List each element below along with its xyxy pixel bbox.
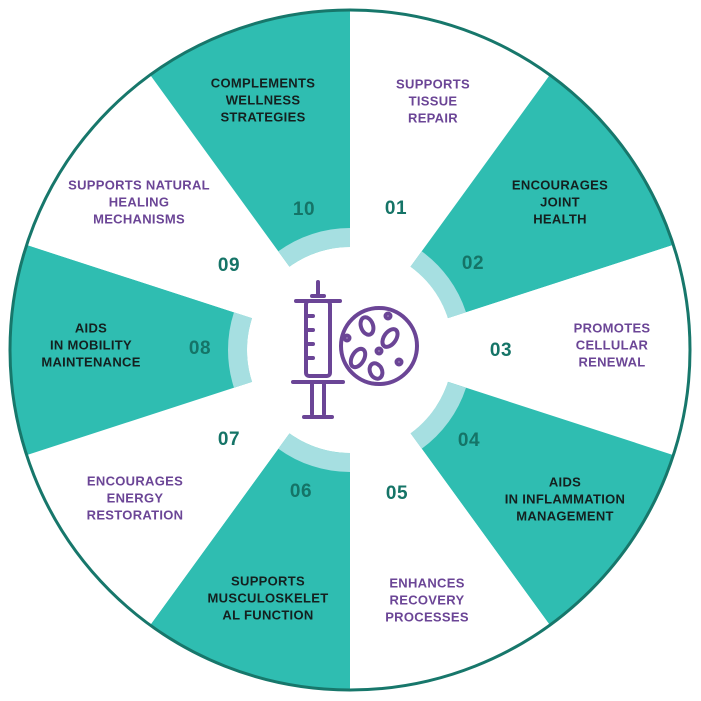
segment-02-label: ENCOURAGES JOINT HEALTH bbox=[511, 177, 609, 227]
segment-10-number-band bbox=[278, 228, 350, 267]
segment-06-number: 06 bbox=[289, 481, 313, 502]
segment-04-label: AIDS IN INFLAMMATION MANAGEMENT bbox=[504, 474, 626, 524]
segment-01-number: 01 bbox=[384, 198, 408, 219]
number-bands bbox=[228, 228, 467, 472]
segment-02-number-band bbox=[410, 251, 467, 319]
segment-08-number: 08 bbox=[188, 338, 212, 359]
segment-03-number: 03 bbox=[489, 340, 513, 361]
segment-03-label: PROMOTES CELLULAR RENEWAL bbox=[573, 320, 651, 370]
segment-06-number-band bbox=[278, 433, 350, 472]
segment-07-wedge bbox=[26, 350, 351, 626]
segment-07-number: 07 bbox=[217, 429, 241, 450]
segment-09-wedge bbox=[26, 74, 351, 351]
segment-01-label: SUPPORTS TISSUE REPAIR bbox=[396, 76, 470, 126]
segment-10-number: 10 bbox=[292, 199, 316, 220]
center-circle bbox=[247, 247, 453, 453]
wheel-outline bbox=[8, 8, 692, 692]
segment-09-label: SUPPORTS NATURAL HEALING MECHANISMS bbox=[68, 177, 210, 227]
segment-08-number-band bbox=[228, 312, 253, 388]
segment-09-number: 09 bbox=[217, 255, 241, 276]
segment-05-label: ENHANCES RECOVERY PROCESSES bbox=[385, 575, 469, 625]
segment-08-label: AIDS IN MOBILITY MAINTENANCE bbox=[41, 320, 141, 370]
segment-07-label: ENCOURAGES ENERGY RESTORATION bbox=[86, 473, 184, 523]
segment-10-label: COMPLEMENTS WELLNESS STRATEGIES bbox=[210, 75, 316, 125]
segment-02-number: 02 bbox=[461, 253, 485, 274]
syringe-and-cell-icon bbox=[291, 280, 419, 419]
segment-05-number: 05 bbox=[385, 483, 409, 504]
segment-08-wedge bbox=[10, 244, 351, 456]
segment-04-number: 04 bbox=[457, 430, 481, 451]
segment-06-label: SUPPORTS MUSCULOSKELET AL FUNCTION bbox=[207, 573, 329, 623]
segment-04-number-band bbox=[410, 381, 467, 449]
segment-03-wedge bbox=[350, 244, 690, 456]
